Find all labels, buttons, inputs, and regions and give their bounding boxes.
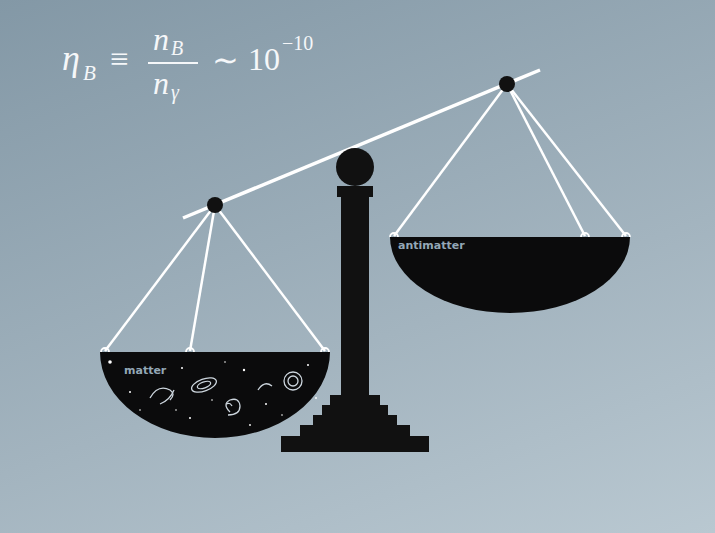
fraction-bar (148, 62, 198, 64)
pan-hooks (101, 233, 630, 352)
pillar-knob (336, 148, 374, 186)
stars (108, 360, 317, 426)
formula-symbol: η (62, 40, 80, 76)
formula-subscript: B (171, 38, 183, 58)
pan-label: matter (124, 365, 166, 377)
pivot-dot (207, 197, 223, 213)
antimatter-pan: antimatter (390, 237, 630, 313)
formula-numerator: n (153, 23, 169, 55)
matter-pan: matter (100, 352, 330, 438)
formula-exponent: −10 (282, 33, 313, 53)
pivot-dot (499, 76, 515, 92)
formula-number: 10 (248, 43, 280, 75)
galaxies (150, 372, 302, 415)
formula-operator: ≡ (110, 43, 129, 76)
pan-bowl (390, 237, 630, 313)
formula-subscript: B (83, 63, 96, 84)
pan-label: antimatter (398, 240, 465, 252)
formula-denominator: n (153, 67, 169, 99)
pan-bowl (100, 352, 330, 438)
scale-pillar (281, 186, 429, 452)
formula-operator: ∼ (212, 44, 239, 76)
scale-beam (183, 70, 540, 218)
formula-subscript: γ (171, 82, 179, 102)
